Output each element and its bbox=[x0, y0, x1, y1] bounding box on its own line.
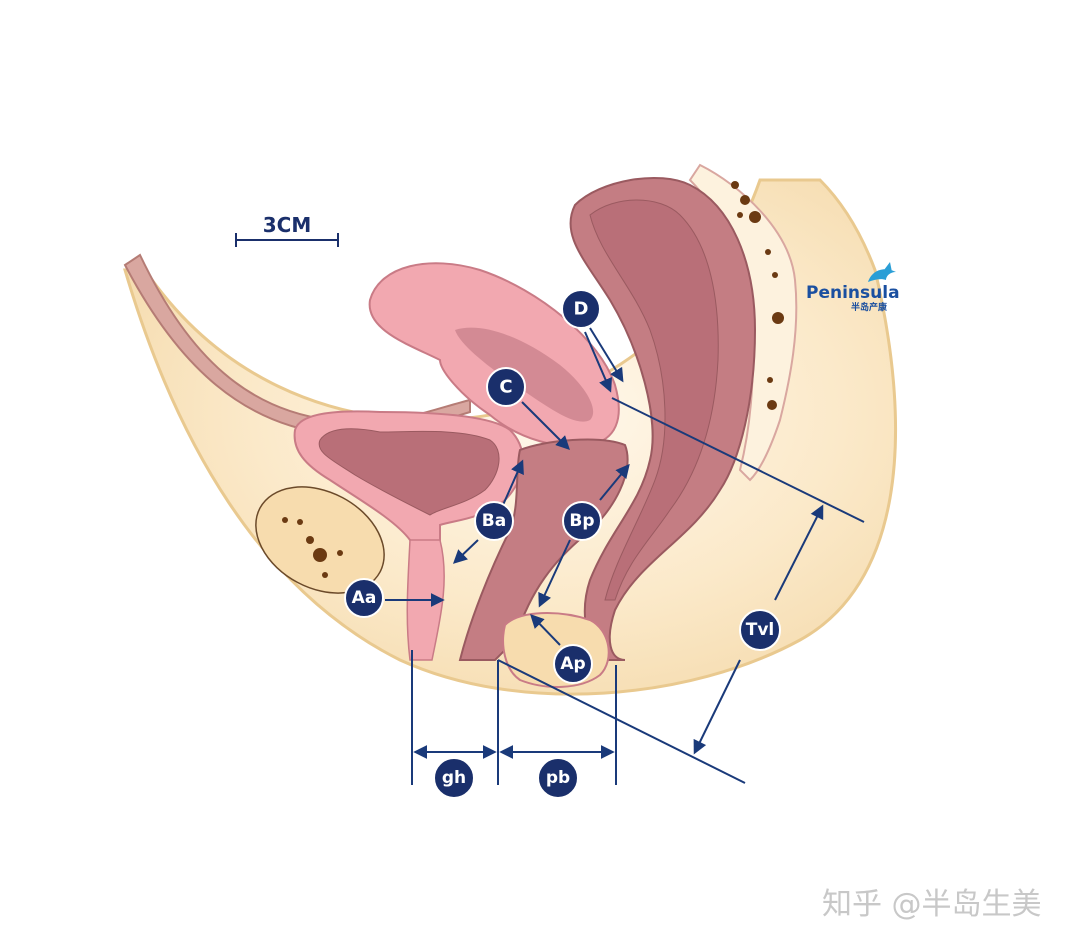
svg-text:gh: gh bbox=[442, 768, 466, 788]
point-markers: Aa Ba C D Bp Ap Tvl gh bbox=[344, 289, 781, 799]
marker-c: C bbox=[486, 367, 526, 407]
perineal-body bbox=[502, 612, 610, 688]
scale-label: 3CM bbox=[263, 213, 312, 237]
bladder-inner bbox=[318, 428, 500, 516]
uterine-cavity bbox=[455, 327, 594, 422]
sacrum bbox=[688, 163, 798, 482]
scale-bar: 3CM bbox=[235, 213, 339, 247]
svg-text:C: C bbox=[499, 377, 512, 398]
ap-arrow bbox=[530, 613, 561, 646]
c-arrow bbox=[521, 401, 570, 450]
rectum bbox=[569, 176, 757, 661]
marker-d: D bbox=[561, 289, 601, 329]
marker-bp: Bp bbox=[562, 501, 602, 541]
rectum-inner bbox=[589, 199, 719, 601]
tvl-arrow-up bbox=[774, 504, 824, 601]
svg-text:D: D bbox=[574, 299, 589, 320]
brand-sub: 半岛产康 bbox=[851, 301, 888, 313]
tvl-lower-line bbox=[497, 659, 746, 784]
marker-tvl: Tvl bbox=[739, 609, 781, 651]
perineal-body-shape bbox=[502, 612, 610, 688]
dolphin-icon bbox=[868, 262, 896, 282]
svg-text:pb: pb bbox=[546, 768, 570, 788]
d-arrow-1 bbox=[589, 327, 624, 383]
brand-logo: Peninsula 半岛产康 bbox=[806, 262, 900, 313]
svg-text:Ap: Ap bbox=[560, 654, 585, 674]
tvl-arrow-down bbox=[693, 659, 741, 755]
bp-arrow-down bbox=[538, 539, 571, 608]
pubic-bone bbox=[255, 486, 385, 594]
measurement-lines bbox=[385, 327, 865, 785]
d-arrow-2 bbox=[584, 331, 612, 393]
svg-text:Ba: Ba bbox=[482, 511, 506, 531]
brand-name: Peninsula bbox=[806, 283, 900, 303]
marker-gh: gh bbox=[433, 757, 475, 799]
tvl-upper-line bbox=[611, 397, 865, 523]
bp-arrow-up bbox=[599, 463, 630, 501]
marker-ba: Ba bbox=[474, 501, 514, 541]
svg-text:Tvl: Tvl bbox=[746, 620, 775, 640]
watermark: 知乎 @半岛生美 bbox=[822, 887, 1042, 922]
svg-text:Aa: Aa bbox=[352, 588, 377, 608]
pubic-bone-shape bbox=[255, 486, 385, 594]
bladder bbox=[293, 410, 524, 545]
ba-arrow-down bbox=[452, 539, 479, 564]
marker-ap: Ap bbox=[553, 644, 593, 684]
svg-text:Bp: Bp bbox=[569, 511, 594, 531]
marker-aa: Aa bbox=[344, 578, 384, 618]
ba-arrow-up bbox=[502, 459, 524, 506]
marker-pb: pb bbox=[537, 757, 579, 799]
